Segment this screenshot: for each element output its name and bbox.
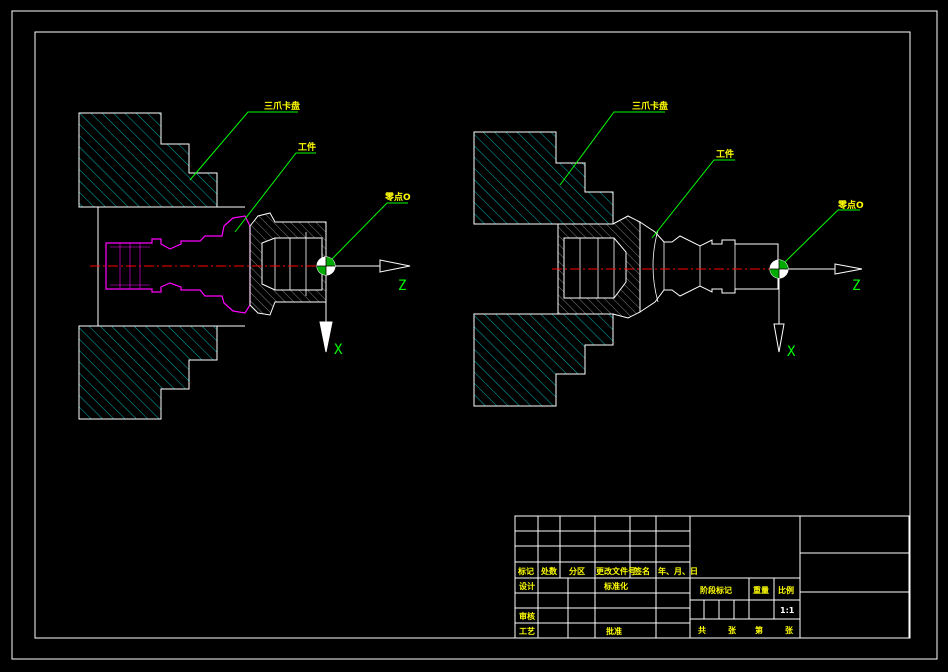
right-x-arrow [773, 323, 785, 353]
left-part-bore [261, 237, 323, 291]
left-view: Z X 三爪卡盘 工件 零点O [78, 100, 411, 420]
right-chuck-label: 三爪卡盘 [632, 100, 668, 112]
left-workpiece-label: 工件 [298, 141, 316, 153]
left-x-arrow [319, 321, 333, 353]
left-part-steps [274, 232, 307, 296]
inner-frame [34, 31, 911, 639]
left-workpiece [105, 215, 251, 314]
left-z-arrow [379, 259, 411, 273]
title-block-text: 标记 处数 分区 更改文件号 签名 年、月、日 设计 标准化 审核 工艺 批准 … [517, 566, 795, 636]
tb-scale-value: 1:1 [780, 606, 795, 615]
right-part-bore [563, 237, 627, 299]
right-view: Z X 三爪卡盘 工件 零点O [473, 100, 864, 407]
right-chuck-leader [559, 111, 665, 186]
left-chuck-lower [78, 325, 218, 420]
right-origin-leader [784, 209, 860, 263]
right-z-label: Z [852, 278, 860, 294]
tb-stage-mark: 阶段标记 [700, 585, 732, 595]
tb-date: 年、月、日 [658, 566, 698, 576]
right-origin-symbol [769, 259, 789, 279]
left-x-label: X [334, 342, 343, 358]
tb-design: 设计 [519, 581, 535, 591]
right-part-steps [579, 238, 615, 298]
tb-standardize: 标准化 [603, 581, 628, 591]
left-workpiece-thread [110, 243, 150, 289]
right-origin-label: 零点O [837, 199, 864, 211]
tb-mark: 标记 [517, 566, 534, 576]
tb-process: 工艺 [519, 626, 535, 636]
right-x-label: X [787, 344, 796, 360]
tb-sheets: 张 [728, 626, 737, 635]
left-chuck-upper [78, 112, 218, 208]
tb-zone: 分区 [569, 566, 585, 576]
right-workpiece-label: 工件 [716, 148, 734, 160]
outer-frame [11, 10, 938, 660]
left-origin-label: 零点O [384, 191, 411, 203]
right-z-arrow [834, 263, 863, 275]
tb-approve: 批准 [606, 626, 622, 636]
right-workpiece [639, 221, 779, 313]
tb-sheet-of: 张 [785, 626, 794, 635]
left-workpiece-leader [234, 152, 316, 233]
left-chuck-leader [189, 111, 298, 181]
tb-sign: 签名 [633, 566, 650, 576]
tb-change-doc: 更改文件号 [596, 566, 636, 576]
left-chuck-label: 三爪卡盘 [264, 100, 300, 112]
tb-review: 审核 [519, 611, 535, 621]
left-z-label: Z [398, 278, 406, 294]
left-origin-symbol [316, 256, 336, 276]
tb-total: 共 [698, 625, 706, 635]
tb-scale: 比例 [778, 585, 794, 595]
tb-page: 第 [755, 625, 763, 635]
left-origin-leader [331, 202, 408, 260]
tb-weight: 重量 [753, 585, 769, 595]
right-workpiece-detail [652, 229, 736, 303]
tb-count: 处数 [540, 566, 558, 576]
title-block [514, 515, 910, 639]
right-chuck-upper [473, 131, 614, 225]
right-chuck-lower [473, 313, 614, 407]
right-workpiece-leader [651, 159, 735, 239]
